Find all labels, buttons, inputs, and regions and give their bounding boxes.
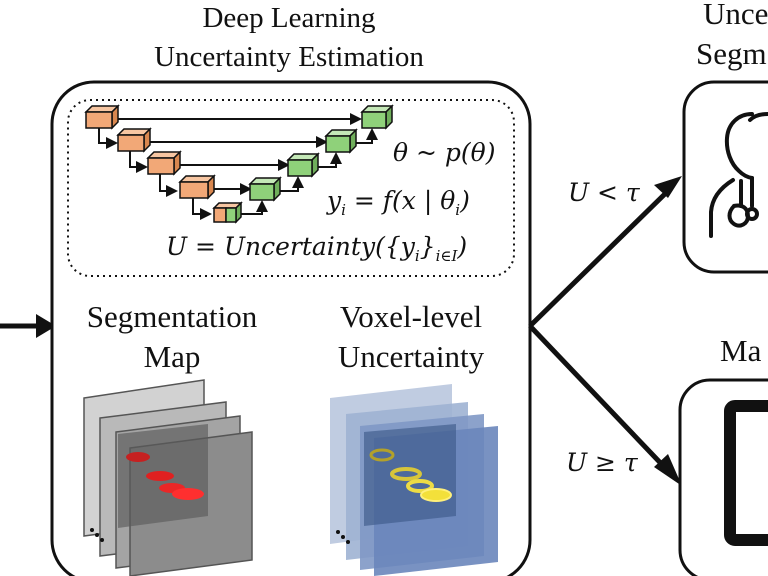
upper-destination-title-line-1: Unce — [703, 0, 768, 31]
upper-branch-condition: U < τ — [568, 178, 640, 207]
equation-y-rhs-prefix: f(x | θ — [382, 186, 456, 215]
unet-encoder-path — [98, 128, 212, 220]
equation-u-rhs-subscript-1: i — [414, 247, 420, 265]
decision-arrows — [528, 186, 673, 476]
segmentation-lesion — [146, 471, 174, 481]
equation-u: U = Uncertainty({yi}i∈I) — [166, 232, 467, 265]
equation-u-rhs-prefix: Uncertainty({y — [223, 232, 415, 261]
equation-u-rhs-middle: } — [419, 232, 436, 261]
segmentation-map-stack — [83, 379, 253, 576]
uncertainty-highlight — [406, 479, 434, 493]
equation-y-rhs-suffix: ) — [460, 186, 470, 215]
encoder-block — [84, 104, 120, 130]
equation-y-rhs-subscript: i — [455, 201, 461, 219]
uncertainty-ellipsis — [336, 530, 350, 544]
equation-u-rhs-suffix: ) — [457, 232, 468, 261]
equation-u-rhs-subscript-2: i∈I — [435, 247, 458, 265]
decoder-block — [286, 152, 320, 178]
segmentation-lesion — [126, 452, 150, 462]
doctor-icon — [709, 112, 768, 238]
module-title-line-2: Uncertainty Estimation — [154, 41, 424, 73]
upper-destination-title-line-2: Segm — [696, 36, 767, 71]
equation-u-lhs: U — [166, 232, 188, 261]
uncertainty-label-line-1: Voxel-level — [339, 299, 483, 334]
equation-theta-op: ~ — [416, 138, 437, 167]
network-dotted-box — [67, 99, 515, 277]
monitor-icon — [724, 400, 768, 546]
lower-branch-condition: U ≥ τ — [566, 448, 638, 477]
module-title-line-1: Deep Learning — [202, 2, 376, 34]
uncertainty-highlight — [390, 467, 422, 481]
unet-decoder-path — [236, 128, 378, 215]
upper-branch-arrow — [528, 186, 673, 328]
equation-theta-rhs: p(θ) — [444, 138, 496, 167]
unet-decoder-blocks — [248, 104, 394, 202]
segmentation-lesion — [172, 488, 204, 500]
uncertainty-highlight — [420, 488, 452, 502]
segmentation-label-line-1: Segmentation — [86, 299, 258, 334]
equation-y-lhs-subscript: i — [341, 201, 346, 219]
decoder-block — [360, 104, 394, 130]
segmentation-ellipsis — [90, 528, 104, 542]
uncertainty-label-line-2: Uncertainty — [337, 339, 485, 374]
upper-destination-panel — [682, 80, 768, 274]
equation-y: yi = f(x | θi) — [327, 186, 470, 219]
segmentation-label-line-2: Map — [143, 339, 201, 374]
equation-y-op: = — [353, 186, 375, 215]
lower-branch-arrow — [528, 324, 673, 476]
bottleneck-block — [212, 201, 243, 224]
lower-branch-arrowhead — [654, 454, 682, 486]
uncertainty-highlight — [369, 448, 395, 462]
decoder-block — [248, 176, 282, 202]
encoder-block — [178, 174, 216, 200]
decoder-block — [324, 128, 358, 154]
equation-y-lhs: y — [327, 186, 342, 215]
encoder-block — [116, 127, 152, 153]
upper-branch-arrowhead — [654, 176, 682, 198]
input-arrow — [0, 314, 56, 338]
unet-encoder-blocks — [84, 104, 243, 224]
equation-theta: θ ~ p(θ) — [393, 138, 495, 167]
uncertainty-inner-region — [364, 424, 456, 526]
unet-skip-connections — [118, 113, 362, 195]
equation-theta-lhs: θ — [393, 138, 409, 167]
encoder-block — [146, 150, 182, 176]
equation-u-op: = — [195, 232, 216, 261]
lower-destination-title-line-1: Ma — [720, 333, 762, 368]
uncertainty-map-stack — [330, 384, 498, 576]
